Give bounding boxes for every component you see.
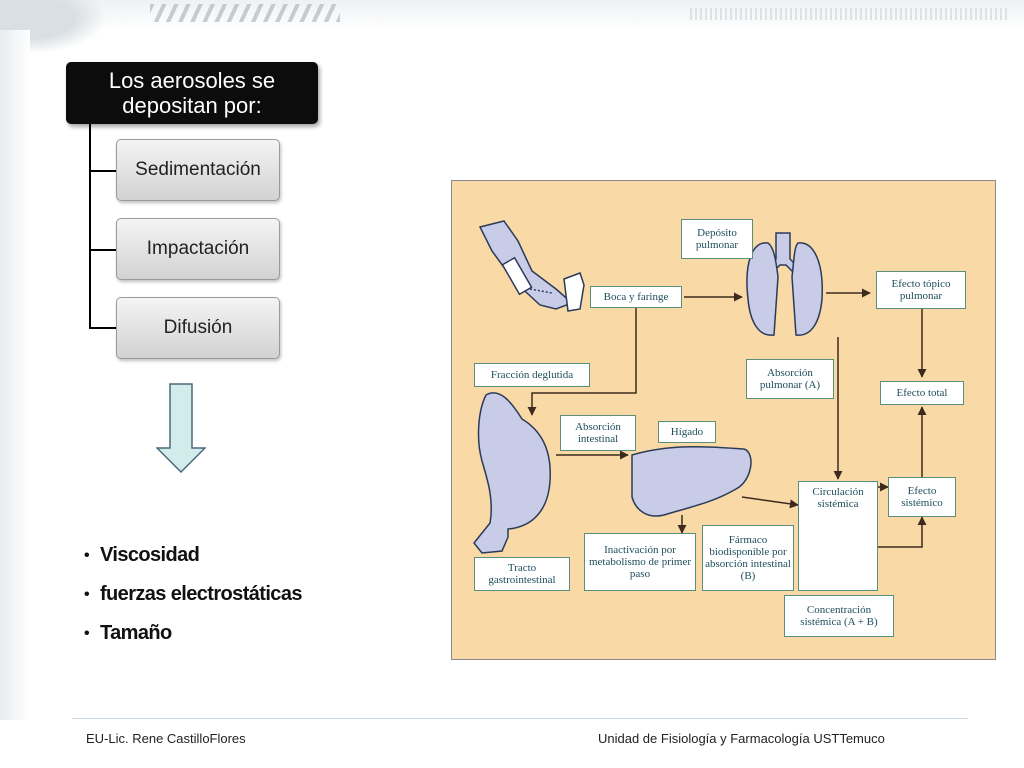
label-circulacion-sistemica: Circulación sistémica <box>798 481 878 591</box>
pharmacokinetics-figure: Depósito pulmonar Boca y faringe Efecto … <box>451 180 996 660</box>
liver-illustration <box>631 445 752 517</box>
header-dots <box>690 8 1010 20</box>
figure-drawing <box>473 220 927 580</box>
hierarchy-title: Los aerosoles se depositan por: <box>66 62 318 124</box>
label-boca-faringe: Boca y faringe <box>590 286 682 308</box>
tree-connector-2 <box>89 249 116 251</box>
label-absorcion-intestinal: Absorción intestinal <box>560 415 636 451</box>
footer-divider <box>72 718 968 719</box>
label-fraccion-deglutida: Fracción deglutida <box>474 363 590 387</box>
item-sedimentacion: Sedimentación <box>116 139 280 201</box>
left-margin-decoration <box>0 30 30 720</box>
down-arrow-icon <box>156 383 206 473</box>
label-deposito-pulmonar: Depósito pulmonar <box>681 219 753 259</box>
list-item: •Tamaño <box>84 622 172 644</box>
lungs-illustration <box>746 232 823 336</box>
label-absorcion-pulmonar: Absorción pulmonar (A) <box>746 359 834 399</box>
label-efecto-topico: Efecto tópico pulmonar <box>876 271 966 309</box>
footer-institution: Unidad de Fisiología y Farmacología USTT… <box>598 731 885 746</box>
label-farmaco-biodisponible: Fármaco biodisponible por absorción inte… <box>702 525 794 591</box>
stomach-illustration <box>473 392 551 554</box>
bullet-dot: • <box>84 585 90 603</box>
bullet-dot: • <box>84 624 90 642</box>
label-efecto-total: Efecto total <box>880 381 964 405</box>
list-item: •Viscosidad <box>84 544 200 566</box>
arrow-syringe-sistemico <box>856 516 927 548</box>
arrow-boca-fraccion <box>527 305 637 416</box>
label-tracto-gastrointestinal: Tracto gastrointestinal <box>474 557 570 591</box>
factor-list: •Viscosidad •fuerzas electrostáticas •Ta… <box>84 536 302 653</box>
list-item: •fuerzas electrostáticas <box>84 583 302 605</box>
tree-connector-vertical <box>89 124 91 329</box>
header-stripes <box>150 4 340 22</box>
label-efecto-sistemico: Efecto sistémico <box>888 477 956 517</box>
label-concentracion-sistemica: Concentración sistémica (A + B) <box>784 595 894 637</box>
arrow-liver-circulacion <box>741 496 799 509</box>
tree-connector-3 <box>89 327 116 329</box>
tree-connector-1 <box>89 170 116 172</box>
item-impactacion: Impactación <box>116 218 280 280</box>
inhaler-illustration <box>478 220 585 312</box>
footer-author: EU-Lic. Rene CastilloFlores <box>86 731 246 746</box>
item-difusion: Difusión <box>116 297 280 359</box>
label-inactivacion: Inactivación por metabolismo de primer p… <box>584 533 696 591</box>
bullet-dot: • <box>84 546 90 564</box>
label-higado: Hígado <box>658 421 716 443</box>
